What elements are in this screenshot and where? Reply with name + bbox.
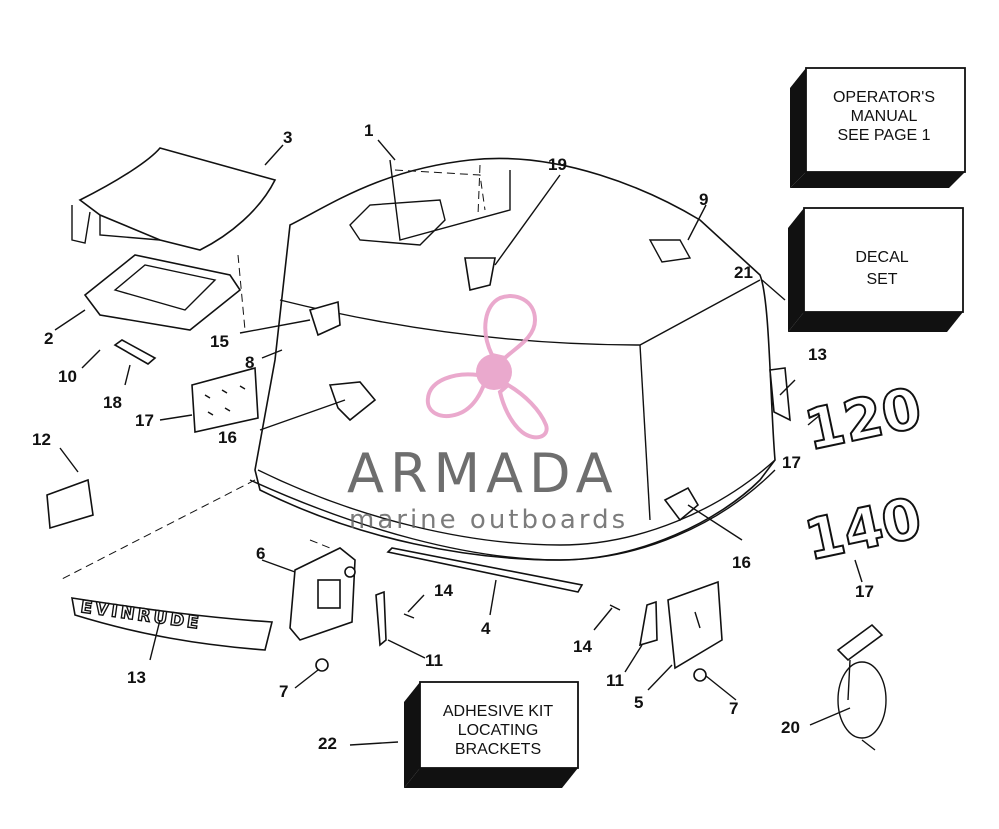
adhesive-kit-line3: BRACKETS bbox=[455, 741, 541, 758]
propeller-hub bbox=[476, 354, 512, 390]
callout-14-right: 14 bbox=[573, 637, 592, 656]
callout-14-left: 14 bbox=[434, 581, 453, 600]
callout-13-right: 13 bbox=[808, 345, 827, 364]
callout-9: 9 bbox=[699, 190, 708, 209]
callout-16-right: 16 bbox=[732, 553, 751, 572]
callout-4: 4 bbox=[481, 619, 491, 638]
callout-10: 10 bbox=[58, 367, 77, 386]
callout-12: 12 bbox=[32, 430, 51, 449]
callout-17-emblem-lower: 17 bbox=[855, 582, 874, 601]
callout-20: 20 bbox=[781, 718, 800, 737]
callout-6: 6 bbox=[256, 544, 265, 563]
watermark-subtitle: marine outboards bbox=[349, 505, 628, 535]
propeller-blade-left bbox=[425, 372, 488, 418]
label-plate-12 bbox=[46, 478, 94, 530]
callout-21: 21 bbox=[734, 263, 753, 282]
callout-3: 3 bbox=[283, 128, 292, 147]
callout-17-emblem-upper: 17 bbox=[782, 453, 801, 472]
mount-plate-left bbox=[191, 366, 259, 433]
callout-11-left: 11 bbox=[425, 651, 443, 670]
adhesive-kit-box: ADHESIVE KIT LOCATING BRACKETS bbox=[404, 681, 579, 788]
callout-15: 15 bbox=[210, 332, 229, 351]
callout-7-right: 7 bbox=[729, 699, 738, 718]
cable-assembly bbox=[836, 623, 887, 751]
callout-17-left: 17 bbox=[135, 411, 154, 430]
propeller-logo-icon bbox=[425, 294, 549, 440]
callout-7-left: 7 bbox=[279, 682, 288, 701]
mount-plate-right bbox=[667, 580, 723, 670]
callout-22: 22 bbox=[318, 734, 337, 753]
propeller-blade-right bbox=[497, 382, 549, 440]
emblem-140-text: 140 bbox=[799, 486, 927, 574]
brand-badge: EVINRUDE bbox=[71, 596, 274, 651]
trim-strip bbox=[386, 547, 584, 593]
model-emblems: 120 140 bbox=[798, 375, 928, 575]
callout-18: 18 bbox=[103, 393, 122, 412]
operators-manual-line3: SEE PAGE 1 bbox=[837, 127, 930, 144]
access-cover bbox=[71, 147, 277, 251]
operators-manual-line2: MANUAL bbox=[851, 108, 918, 125]
watermark-title: ARMADA bbox=[347, 442, 619, 505]
propeller-blade-top bbox=[483, 294, 538, 361]
decal-set-line2: SET bbox=[866, 271, 897, 288]
armada-watermark: ARMADA marine outboards bbox=[347, 294, 628, 535]
callout-16-left: 16 bbox=[218, 428, 237, 447]
fasteners bbox=[308, 257, 791, 682]
emblem-120-text: 120 bbox=[799, 376, 927, 464]
callout-13-left: 13 bbox=[127, 668, 146, 687]
latch-assembly bbox=[289, 547, 356, 641]
adhesive-kit-line2: LOCATING bbox=[458, 722, 539, 739]
leader-lines bbox=[54, 139, 863, 746]
callout-1: 1 bbox=[364, 121, 373, 140]
callout-labels: 1 3 19 9 21 2 15 8 10 13 18 17 16 12 17 … bbox=[32, 121, 874, 753]
callout-2: 2 bbox=[44, 329, 53, 348]
callout-19: 19 bbox=[548, 155, 567, 174]
decal-set-box: DECAL SET bbox=[788, 207, 964, 332]
operators-manual-line1: OPERATOR'S bbox=[833, 89, 935, 106]
assembly-guides bbox=[59, 164, 481, 581]
rubber-strip-18 bbox=[113, 339, 157, 365]
decal-set-line1: DECAL bbox=[855, 249, 908, 266]
frame-bracket bbox=[83, 254, 242, 331]
callout-5: 5 bbox=[634, 693, 643, 712]
adhesive-kit-line1: ADHESIVE KIT bbox=[443, 703, 553, 720]
callout-11-right: 11 bbox=[606, 671, 624, 690]
operators-manual-box: OPERATOR'S MANUAL SEE PAGE 1 bbox=[790, 67, 966, 188]
callout-8: 8 bbox=[245, 353, 254, 372]
